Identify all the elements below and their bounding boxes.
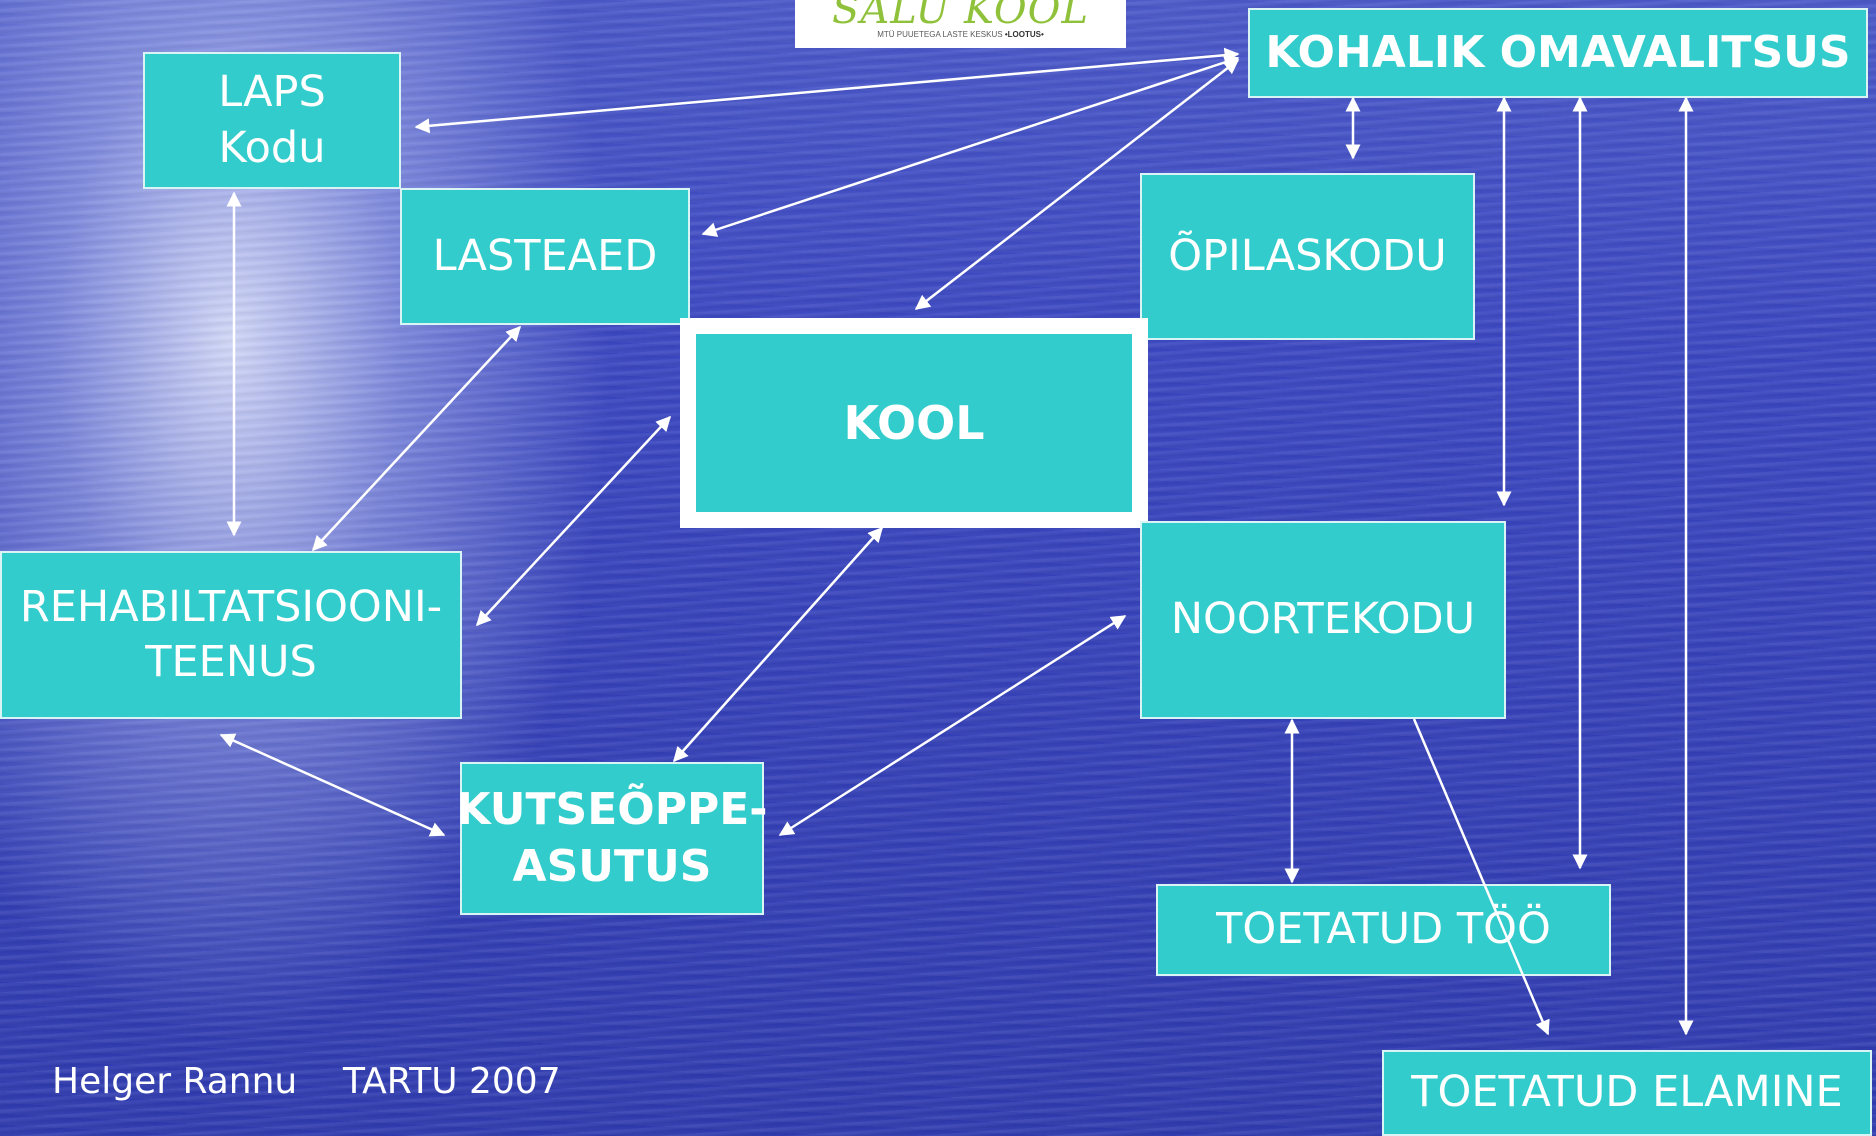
node-lasteaed: LASTEAED <box>400 188 690 325</box>
node-toetatud-too: TOETATUD TÖÖ <box>1156 884 1611 976</box>
footer-place-year: TARTU 2007 <box>342 1061 561 1102</box>
arrow-kool-rehab <box>475 415 672 627</box>
footer-credit: Helger Rannu TARTU 2007 <box>52 1061 561 1102</box>
node-noortekodu: NOORTEKODU <box>1140 521 1506 719</box>
arrow-lasteaed-rehab <box>311 325 522 552</box>
node-kutseoppeasutus: KUTSEÕPPE- ASUTUS <box>456 762 768 915</box>
arrow-kohalik-lasteaed <box>701 55 1240 237</box>
node-laps-kodu: LAPS Kodu <box>143 52 401 189</box>
node-toetatud-elamine: TOETATUD ELAMINE <box>1382 1050 1872 1136</box>
node-kohalik-omavalitsus: KOHALIK OMAVALITSUS <box>1248 8 1868 98</box>
arrow-kutse-noortekodu <box>778 614 1127 837</box>
arrow-kool-kutse <box>673 526 883 763</box>
school-logo: SALU KOOL MTÜ PUUETEGA LASTE KESKUS •LOO… <box>795 0 1126 48</box>
logo-name: SALU KOOL <box>831 0 1090 33</box>
footer-author: Helger Rannu <box>52 1061 298 1102</box>
arrow-kohalik-kool <box>914 59 1240 310</box>
node-rehabilitatsiooniteenus: REHABILTATSIOONI- TEENUS <box>0 551 462 719</box>
node-kool: KOOL <box>680 318 1148 528</box>
arrow-kohalik-laps <box>414 47 1240 134</box>
arrow-noortekodu-toetatud-elamine <box>1412 718 1550 1036</box>
logo-subtitle: MTÜ PUUETEGA LASTE KESKUS •LOOTUS• <box>877 30 1044 39</box>
arrow-rehab-kutse <box>219 733 446 837</box>
